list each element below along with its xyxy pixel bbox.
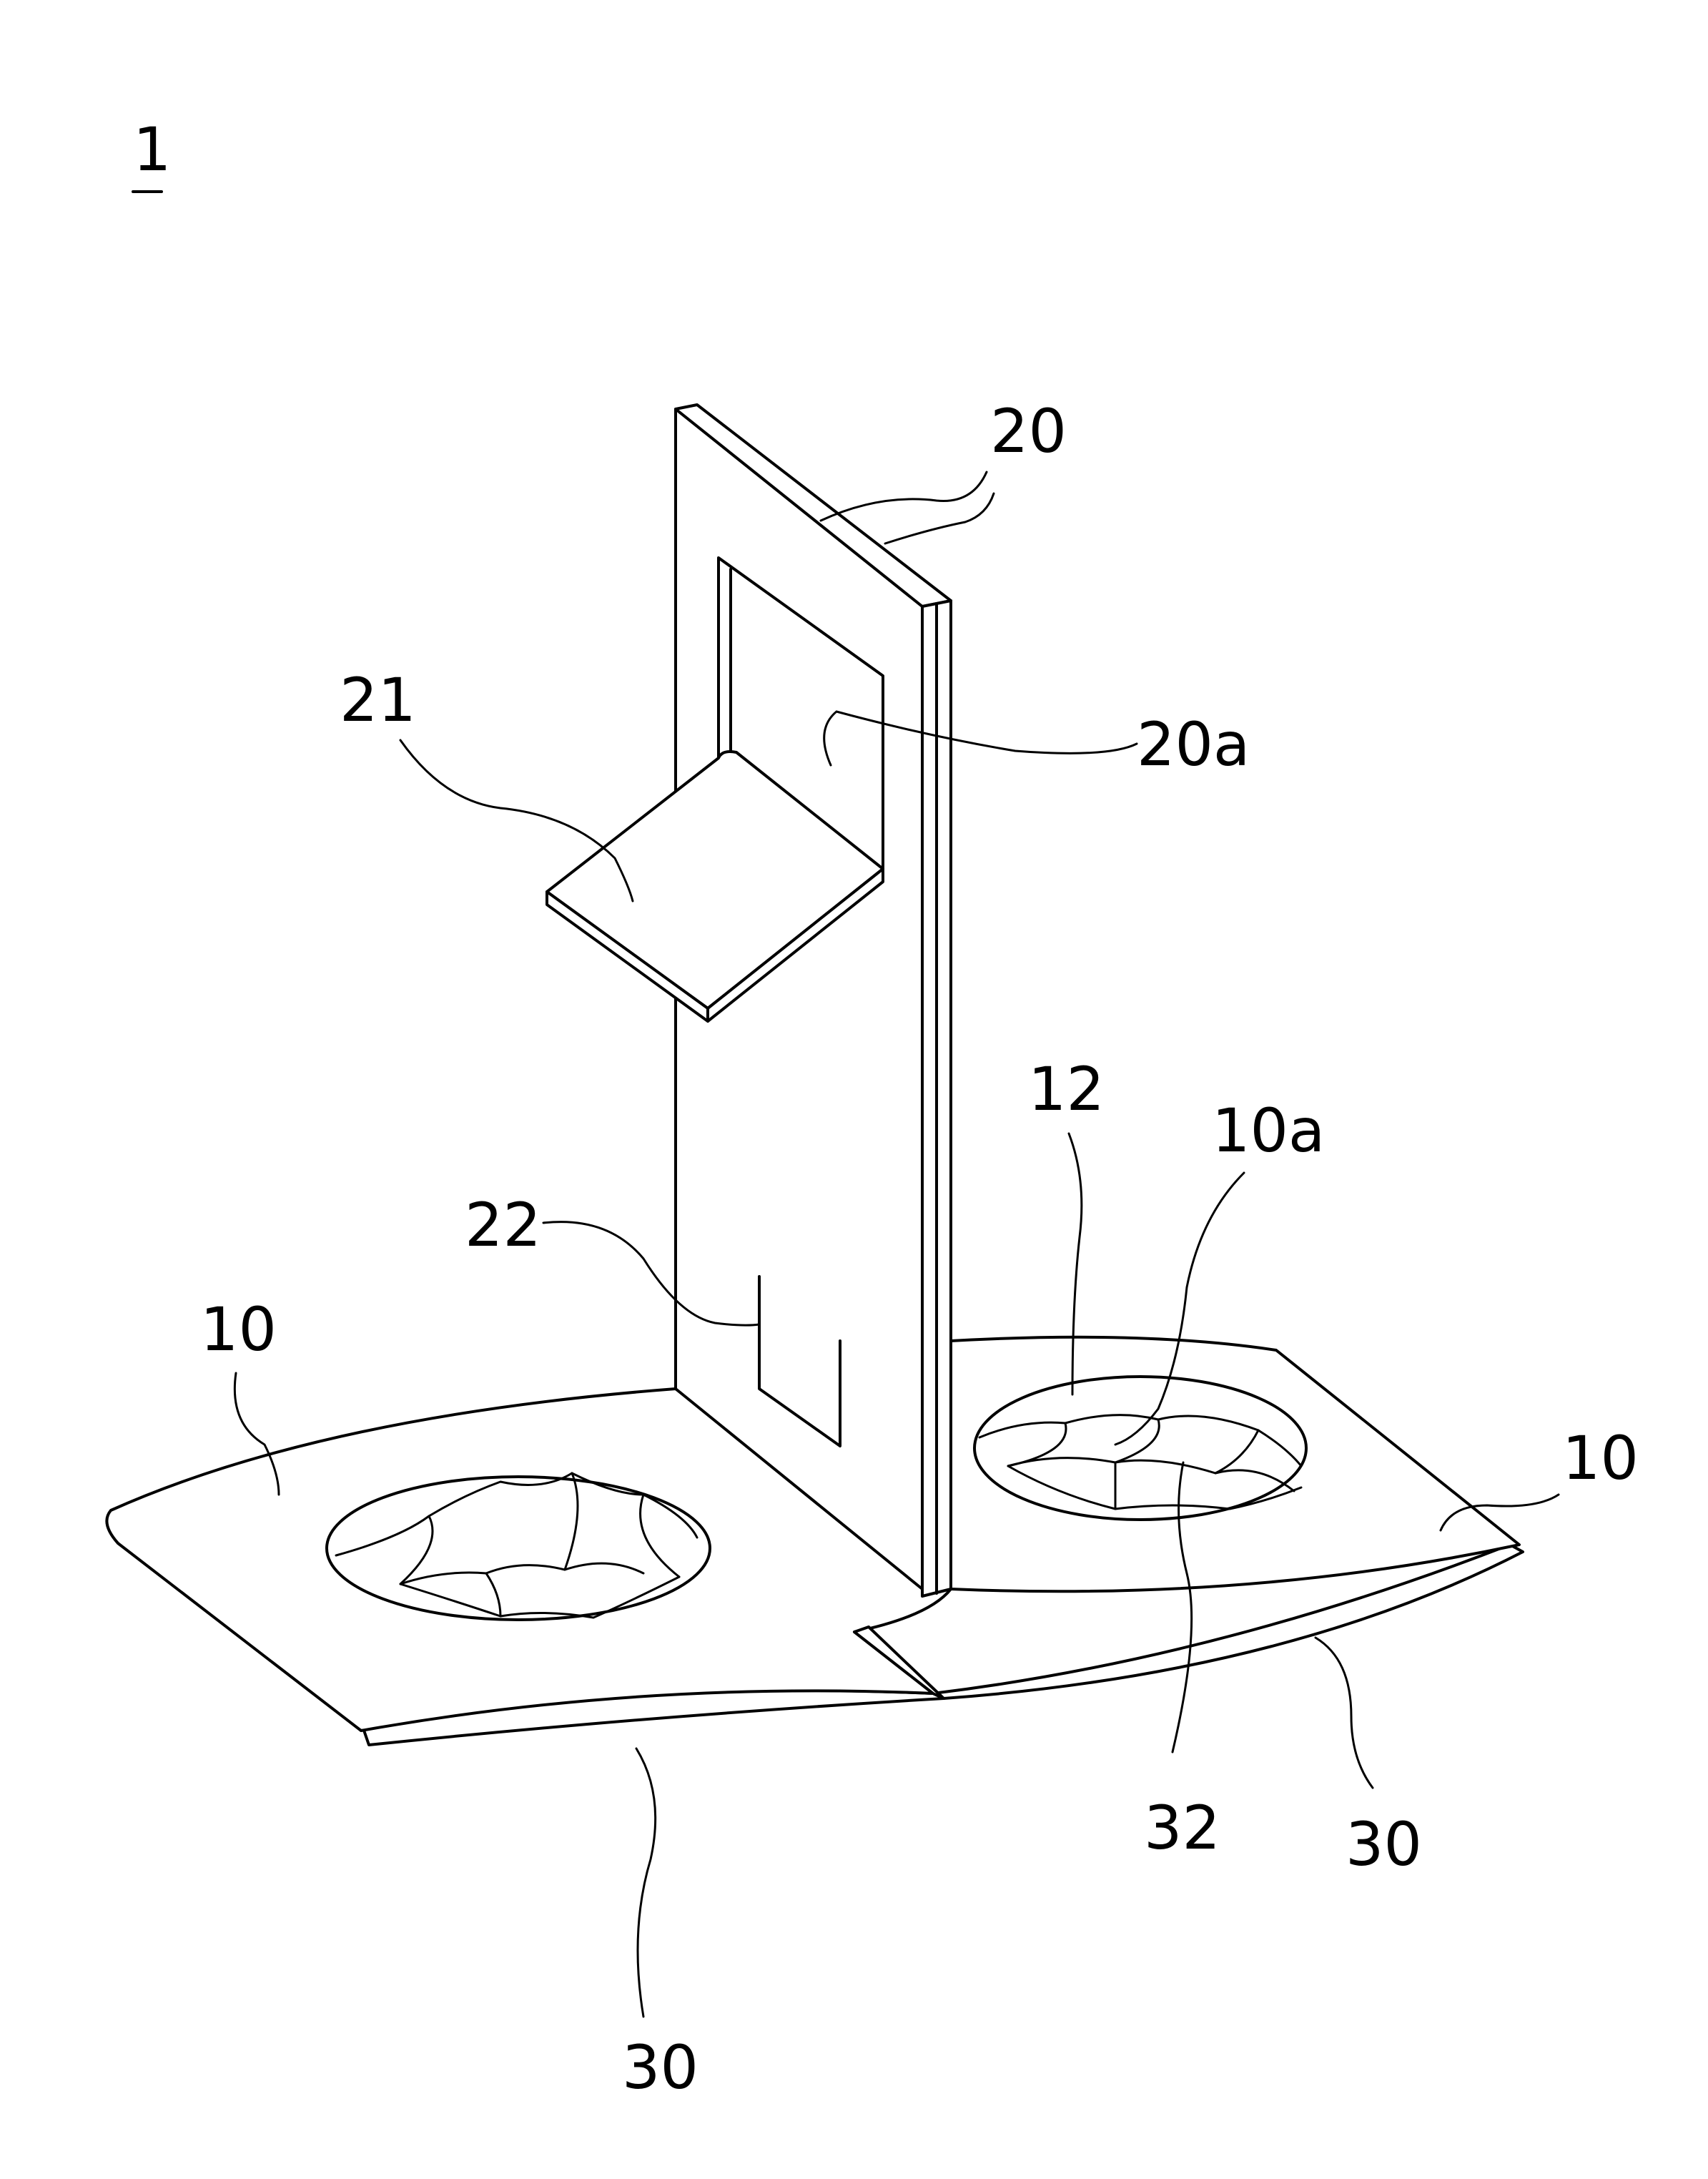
label-20: 20 xyxy=(990,396,1067,466)
label-10-right: 10 xyxy=(1562,1423,1639,1493)
star-hole-left xyxy=(325,1475,711,1621)
leader-30-right xyxy=(1314,1636,1374,1789)
leader-12 xyxy=(1067,1132,1083,1396)
leader-10-left xyxy=(233,1372,280,1496)
label-30-bottom: 30 xyxy=(622,2032,698,2102)
label-10a: 10a xyxy=(1212,1096,1325,1166)
leader-22 xyxy=(542,1221,761,1327)
label-10-left: 10 xyxy=(200,1294,277,1364)
leader-20a xyxy=(823,710,1138,767)
label-22: 22 xyxy=(465,1190,541,1260)
leader-30-bottom xyxy=(635,1747,657,2018)
label-30-right: 30 xyxy=(1346,1809,1422,1879)
label-32: 32 xyxy=(1144,1793,1220,1863)
star-points-right xyxy=(1007,1418,1260,1510)
figure-number: 1 xyxy=(133,114,171,185)
base-center-strip xyxy=(853,1625,945,1700)
tab-side-edge xyxy=(706,867,884,1023)
label-21: 21 xyxy=(340,665,416,735)
label-12: 12 xyxy=(1028,1054,1105,1124)
slit-cut xyxy=(758,1275,841,1447)
leader-20 xyxy=(819,471,995,545)
leader-10a xyxy=(1114,1171,1245,1446)
star-points-left xyxy=(399,1472,681,1618)
label-20a: 20a xyxy=(1137,709,1250,779)
leader-21 xyxy=(399,739,634,902)
star-hole-right xyxy=(973,1375,1308,1521)
star-ribs-left xyxy=(335,1472,698,1619)
leader-10-right xyxy=(1439,1493,1560,1532)
base-rim-right xyxy=(932,1543,1524,1700)
leader-32 xyxy=(1171,1461,1193,1753)
